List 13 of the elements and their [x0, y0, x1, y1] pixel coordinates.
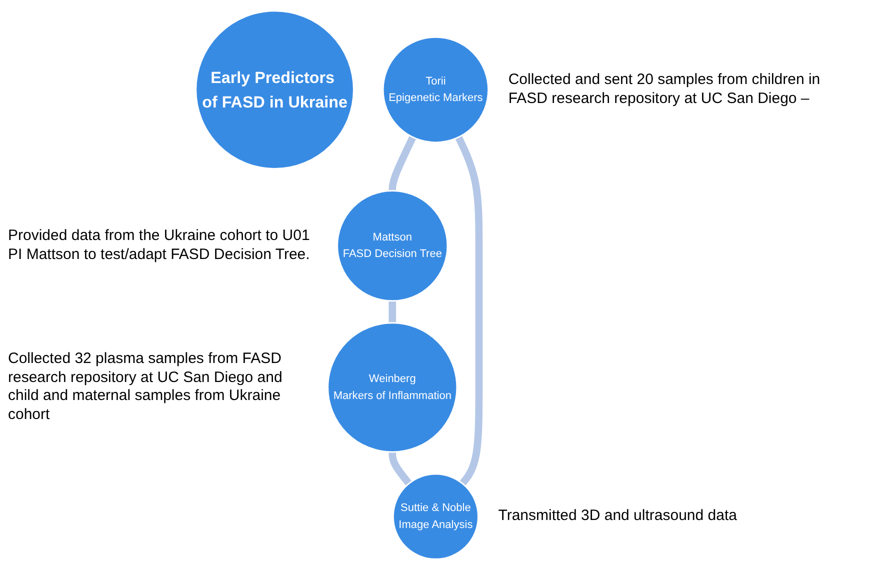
- note-text: Collected and sent 20 samples from children in FASD research repository at UC San Diego –: [508, 70, 822, 108]
- circle-node: Mattson FASD Decision Tree: [336, 190, 448, 302]
- circle-node: Torii Epigenetic Markers: [382, 36, 490, 144]
- ring-connector: [455, 136, 483, 486]
- ring-connector: [388, 450, 412, 486]
- circle-node: Weinberg Markers of Inflammation: [327, 322, 458, 453]
- note-text: Provided data from the Ukraine cohort to U01 PI Mattson to test/adapt FASD Decision Tree.: [8, 226, 311, 264]
- note-text: Collected 32 plasma samples from FASD research repository at UC San Diego and child and maternal samples from Ukraine cohort: [8, 350, 284, 425]
- circle-node: Suttie & Noble Image Analysis: [392, 473, 479, 560]
- circle-node: Early Predictors of FASD in Ukraine: [195, 10, 354, 170]
- note-text: Transmitted 3D and ultrasound data: [498, 507, 737, 526]
- ring-connector: [388, 299, 396, 325]
- ring-connector: [388, 136, 416, 193]
